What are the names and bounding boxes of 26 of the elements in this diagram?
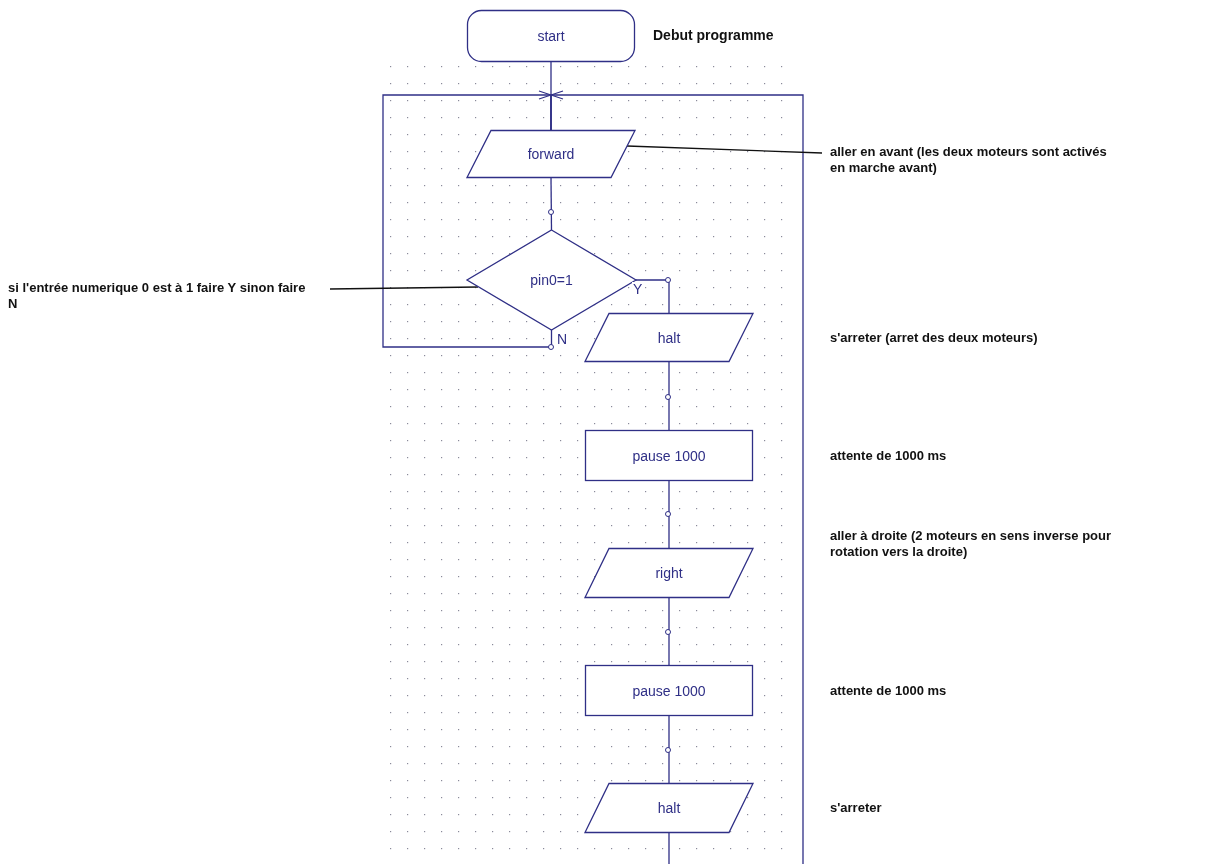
process-box: pause 1000 bbox=[585, 430, 753, 481]
annotation-text: aller en avant (les deux moteurs sont activés en marche avant) bbox=[830, 144, 1120, 178]
flow-line bbox=[668, 715, 670, 784]
io-parallelogram: right bbox=[585, 548, 753, 598]
process-box: pause 1000 bbox=[585, 665, 753, 716]
flow-line bbox=[668, 361, 670, 431]
flow-line bbox=[635, 279, 670, 314]
io-parallelogram: halt bbox=[585, 313, 753, 362]
annotation-text: attente de 1000 ms bbox=[830, 683, 948, 699]
io-parallelogram: halt bbox=[585, 783, 753, 833]
flow-line bbox=[550, 94, 804, 864]
annotation-text: s'arreter bbox=[830, 800, 883, 816]
terminal-box: start bbox=[467, 10, 635, 62]
flow-line bbox=[668, 597, 670, 666]
edge-label: Y bbox=[632, 282, 644, 296]
annotation-text: aller à droite (2 moteurs en sens inverse pour rotation vers la droite) bbox=[830, 528, 1113, 560]
io-parallelogram: forward bbox=[467, 130, 635, 178]
annotation-text: attente de 1000 ms bbox=[830, 448, 948, 464]
flow-line bbox=[382, 94, 553, 348]
flow-line bbox=[668, 480, 670, 549]
edge-label: N bbox=[556, 332, 569, 346]
caption-text: Debut programme bbox=[653, 27, 774, 43]
leader-line bbox=[329, 286, 479, 290]
annotation-text: s'arreter (arret des deux moteurs) bbox=[830, 330, 1039, 346]
annotation-text: si l'entrée numerique 0 est à 1 faire Y sinon faire N bbox=[8, 280, 308, 314]
flow-line bbox=[550, 177, 553, 231]
